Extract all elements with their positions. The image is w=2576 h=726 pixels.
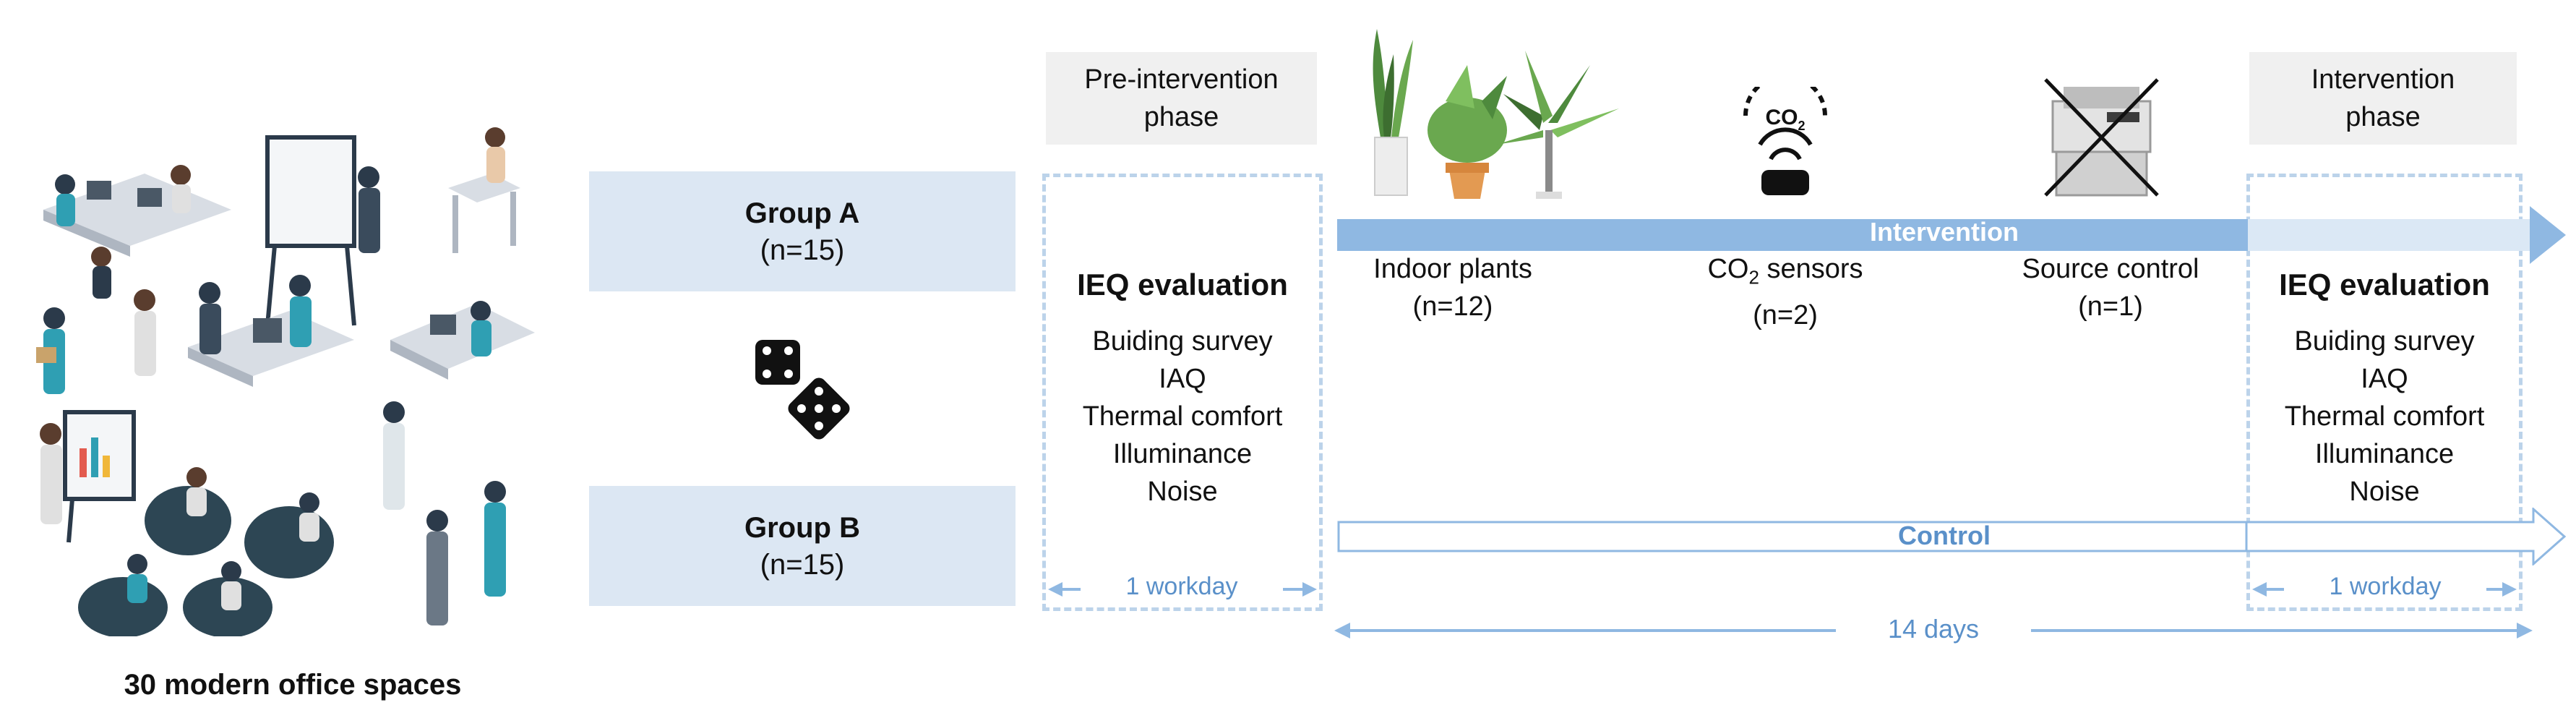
intervention-co2: CO2 sensors (n=2) [1677,250,1894,334]
co2-sensors-count: (n=2) [1753,299,1818,330]
intervention-arrow [1337,206,2566,264]
svg-text:CO2: CO2 [1765,106,1805,133]
group-a-count: (n=15) [760,234,845,266]
intervention-plants: Indoor plants (n=12) [1359,250,1547,325]
group-b-box: Group B (n=15) [589,486,1016,606]
snake-plant-icon [1373,29,1413,196]
plants-icon [1373,29,1619,199]
post-ieq-item: IAQ [2361,364,2408,394]
desk-cluster-1 [43,165,231,299]
pre-ieq-item: Noise [1147,477,1218,507]
printer-crossed-icon [2044,78,2159,197]
group-b-count: (n=15) [760,549,845,581]
pre-ieq-item: IAQ [1159,364,1206,394]
co2-sensor-icon: CO2 [1743,87,1827,195]
pre-phase-line2: phase [1143,102,1219,132]
pre-phase-header: Pre-intervention phase [1046,52,1317,145]
control-label: Control [1898,521,1991,550]
desk-cluster-2 [134,275,354,387]
pre-ieq-item: Buiding survey [1092,326,1273,356]
control-arrow [1337,508,2566,565]
intervention-source-control: Source control (n=1) [1995,250,2226,325]
post-ieq-item: Buiding survey [2294,326,2475,356]
source-control-count: (n=1) [2078,291,2143,322]
desk-single [448,127,520,253]
pre-ieq-evaluation: IEQ evaluation Buiding survey IAQ Therma… [1042,268,1323,511]
whiteboard-2 [40,410,136,543]
post-ieq-item: Noise [2349,477,2420,507]
dracaena-plant-icon [1496,51,1619,199]
pre-phase-frame [1042,174,1323,611]
people-standing [383,401,506,625]
potted-plant-icon [1427,65,1507,199]
fourteen-days-label: 14 days [1836,614,2031,644]
post-ieq-evaluation: IEQ evaluation Buiding survey IAQ Therma… [2246,268,2523,511]
post-phase-line1: Intervention [2311,64,2455,95]
group-b-name: Group B [744,512,860,544]
whiteboard-1 [265,135,380,326]
source-control-name: Source control [2022,254,2199,284]
post-phase-frame [2246,174,2523,611]
pre-ieq-item: Thermal comfort [1082,401,1283,432]
group-a-box: Group A (n=15) [589,171,1016,291]
pre-workday-label: 1 workday [1081,573,1283,601]
pre-ieq-title: IEQ evaluation [1077,268,1288,302]
post-ieq-title: IEQ evaluation [2279,268,2490,302]
office-illustration [36,127,535,636]
co2-icon-subscript: 2 [1798,119,1805,133]
office-caption: 30 modern office spaces [124,669,462,701]
co2-icon-label: CO [1765,106,1798,129]
post-phase-header: Intervention phase [2249,52,2517,145]
pre-ieq-item: Illuminance [1112,439,1253,469]
plants-count: (n=12) [1412,291,1493,322]
co2-sensors-name: CO2 sensors [1707,254,1863,289]
group-a-name: Group A [744,197,860,229]
beanbags [78,467,334,636]
dice-icon [755,340,850,440]
post-ieq-item: Thermal comfort [2284,401,2485,432]
person-left [36,307,65,394]
post-workday-label: 1 workday [2284,573,2486,601]
post-phase-line2: phase [2345,102,2421,132]
pre-phase-line1: Pre-intervention [1084,64,1279,95]
intervention-label: Intervention [1869,217,2019,247]
plants-name: Indoor plants [1373,254,1532,284]
post-ieq-item: Illuminance [2314,439,2455,469]
desk-cluster-3 [390,301,535,380]
